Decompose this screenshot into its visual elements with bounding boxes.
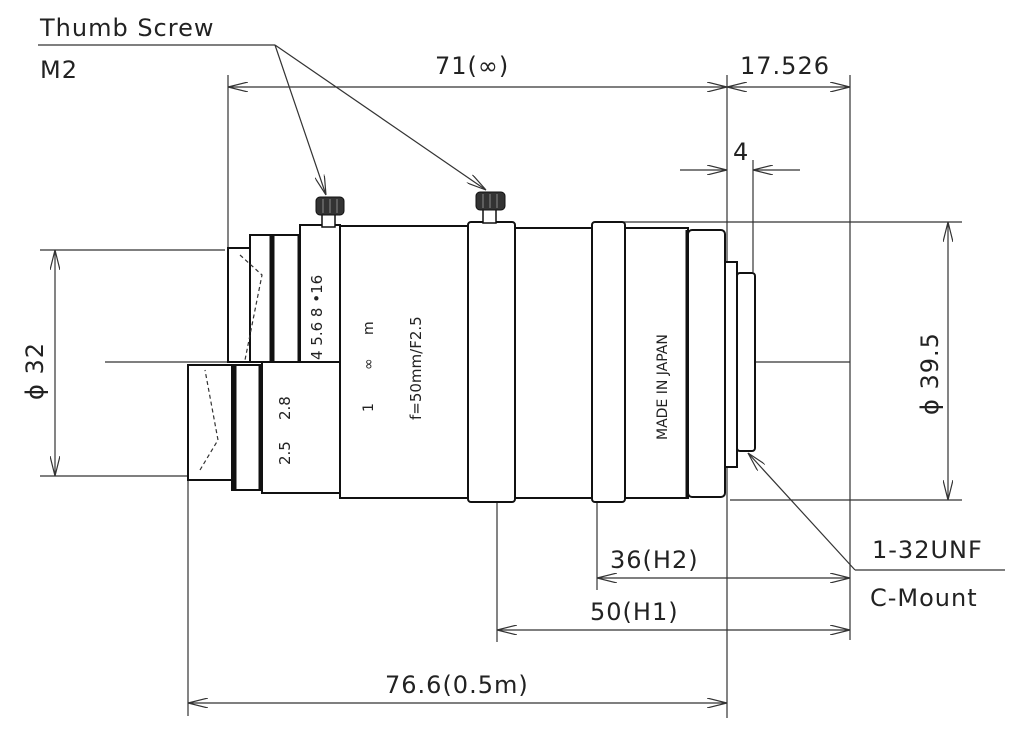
aperture-scale-28: 2.8 [276,396,294,420]
thread-label: 1-32UNF [872,536,983,564]
lens-body [187,221,756,503]
thumb-screw-label: Thumb Screw [39,14,215,42]
mount-label: C-Mount [870,584,978,612]
focus-near: 1 [361,403,377,412]
length-infinity-dim: 71(∞) [435,52,509,80]
front-diameter-dim: ϕ 32 [21,342,49,400]
thumb-screw-icon [475,191,506,224]
body-diameter-dim: ϕ 39.5 [916,332,944,415]
flange-back-dim: 17.526 [740,52,830,80]
focal-length-label: f=50mm/F2.5 [407,316,425,420]
focus-unit: m [361,321,377,335]
thumb-screw-size-label: M2 [40,56,78,84]
aperture-scale-25: 2.5 [276,441,294,465]
made-in-label: MADE IN JAPAN [655,334,671,440]
h2-dim: 36(H2) [610,546,699,574]
h1-dim: 50(H1) [590,598,679,626]
thumb-screw-icon [315,196,345,228]
length-min-focus-dim: 76.6(0.5m) [385,671,529,699]
mount-depth-dim: 4 [733,138,749,166]
aperture-scale-top: 4 5.6 8 •16 [308,275,326,360]
focus-infinity: ∞ [361,358,377,370]
